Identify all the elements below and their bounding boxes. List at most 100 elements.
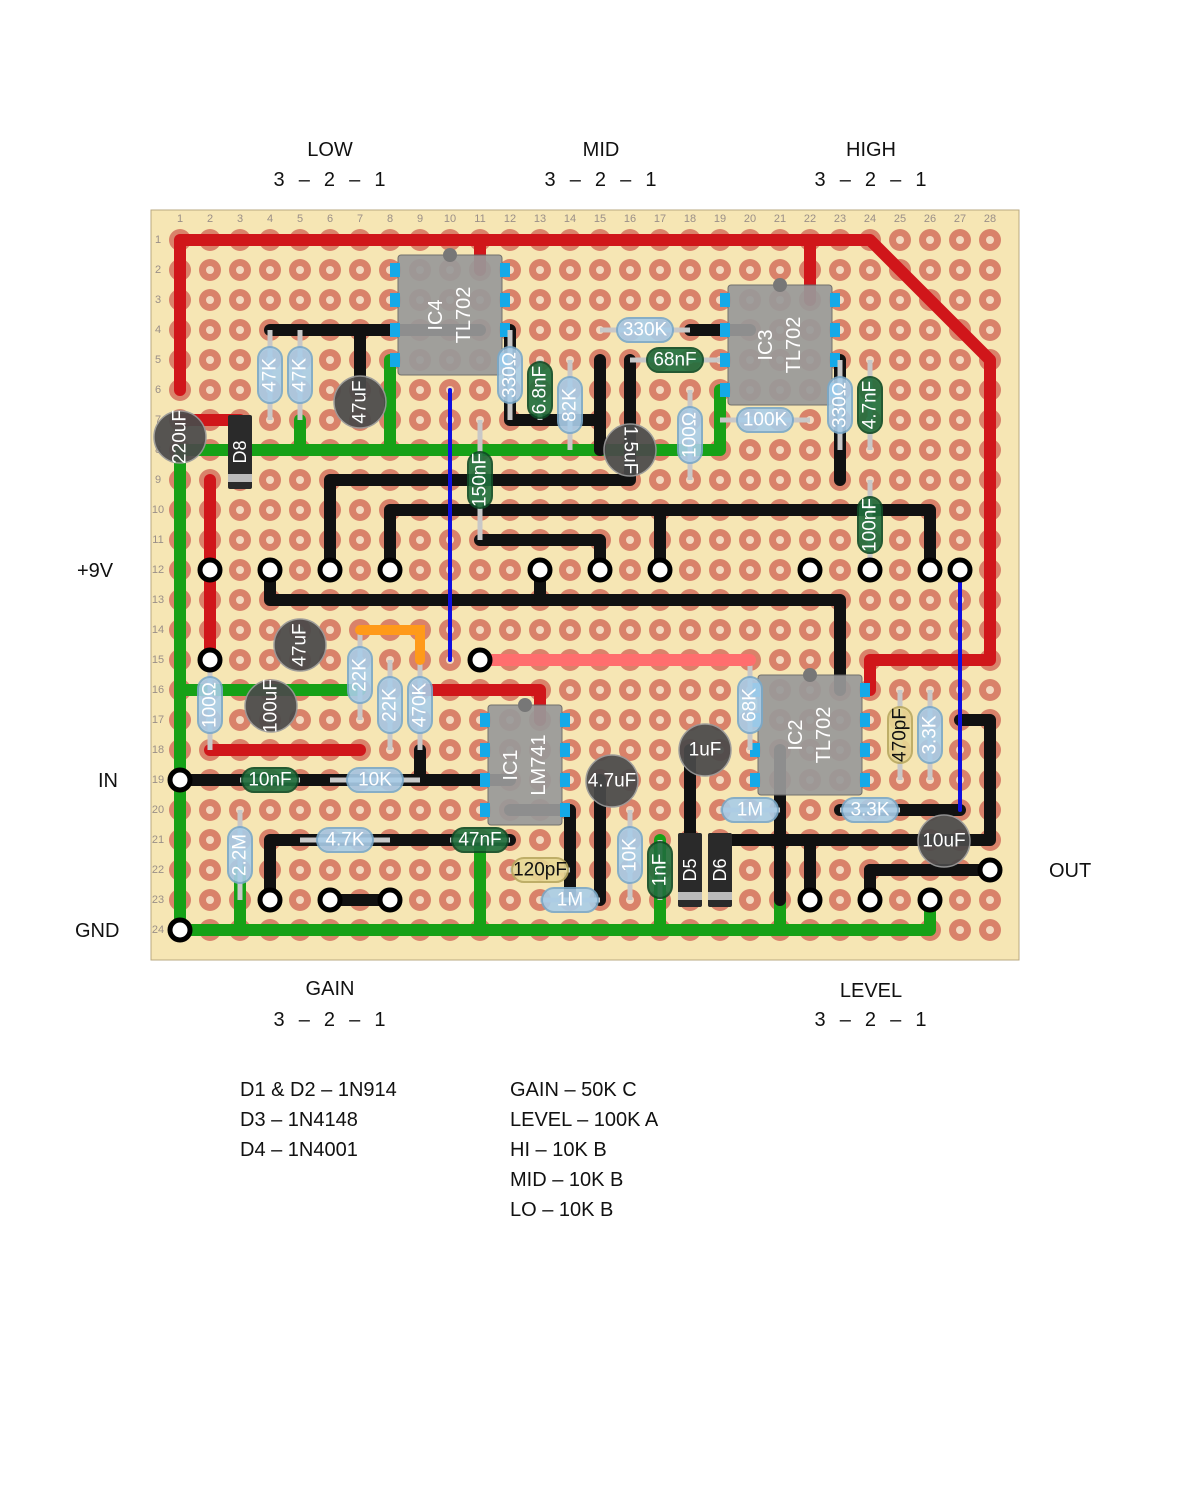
terminal-pad [797, 557, 823, 583]
pad-hole [206, 356, 214, 364]
resistor-label: 330Ω [830, 382, 851, 428]
pad-hole [206, 266, 214, 274]
pad-hole [956, 266, 964, 274]
pad-hole [926, 416, 934, 424]
resistor [541, 887, 599, 913]
pad-hole [236, 356, 244, 364]
pad-hole [746, 476, 754, 484]
diode-band [708, 892, 732, 900]
column-number: 15 [594, 213, 606, 225]
terminal-pad [257, 557, 283, 583]
column-number: 1 [177, 213, 183, 225]
pad-hole [926, 626, 934, 634]
row-number: 22 [152, 864, 164, 876]
pad-hole [836, 536, 844, 544]
resistor-value: 330Ω [830, 382, 851, 428]
film-cap-label: 6.8nF [530, 366, 551, 415]
pot-level-pins: 3 – 2 – 1 [814, 1009, 928, 1031]
pad-hole [896, 566, 904, 574]
pad-hole [806, 656, 814, 664]
ic4-chip [397, 254, 503, 376]
pad-hole [626, 686, 634, 694]
resistor-value: 100Ω [200, 682, 221, 728]
pad-hole [476, 386, 484, 394]
ceramic-cap-label: 120pF [513, 860, 567, 881]
resistor-value: 68K [740, 688, 761, 722]
pad-hole [896, 296, 904, 304]
resistor [736, 407, 794, 433]
ic-pin [720, 353, 730, 367]
pad-hole [566, 566, 574, 574]
pad-hole [236, 266, 244, 274]
pot-mid-pins: 3 – 2 – 1 [544, 169, 658, 191]
film-cap-label: 10nF [248, 770, 291, 791]
film-cap [647, 841, 673, 899]
column-number: 17 [654, 213, 666, 225]
pad-hole [326, 386, 334, 394]
pad-hole [266, 626, 274, 634]
pad-hole [536, 266, 544, 274]
resistor [407, 676, 433, 734]
pad-hole [536, 626, 544, 634]
column-number: 23 [834, 213, 846, 225]
film-cap-value: 4.7nF [860, 381, 881, 430]
resistor-value: 330Ω [500, 352, 521, 398]
resistor-value: 10K [620, 838, 641, 872]
pad-hole [536, 296, 544, 304]
pad-hole [416, 566, 424, 574]
pad-hole [326, 806, 334, 814]
pad-hole [236, 566, 244, 574]
row-number: 12 [152, 564, 164, 576]
resistor-label: 330Ω [500, 352, 521, 398]
ic-part: TL702 [453, 287, 475, 344]
pad-hole [926, 476, 934, 484]
terminal-pad [857, 887, 883, 913]
pad-hole [956, 386, 964, 394]
resistor-label: 47K [290, 358, 311, 392]
pad-hole [686, 296, 694, 304]
resistor [257, 346, 283, 404]
resistor-value: 100K [743, 410, 788, 431]
terminal-pad [947, 557, 973, 583]
resistor-label: 2.2M [230, 834, 251, 876]
ic-pin [480, 743, 490, 757]
column-number: 20 [744, 213, 756, 225]
ic-pin [390, 293, 400, 307]
pad-hole [356, 536, 364, 544]
column-number: 24 [864, 213, 876, 225]
pad-hole [476, 626, 484, 634]
resistor-value: 100Ω [680, 412, 701, 458]
film-cap-value: 100nF [860, 498, 881, 552]
column-number: 13 [534, 213, 546, 225]
ic-ref: IC3 [755, 329, 777, 360]
row-number: 23 [152, 894, 164, 906]
resistor [841, 797, 899, 823]
pad-hole [776, 626, 784, 634]
pad-hole [746, 446, 754, 454]
signal-wire [804, 714, 996, 846]
pad-hole [326, 356, 334, 364]
resistor-label: 10K [620, 838, 641, 872]
film-cap-label: 4.7nF [860, 381, 881, 430]
resistor-value: 22K [380, 688, 401, 722]
resistor-value: 22K [350, 658, 371, 692]
terminal-pad [317, 887, 343, 913]
pad-hole [296, 806, 304, 814]
pad-hole [716, 566, 724, 574]
resistor [287, 346, 313, 404]
pad-hole [266, 476, 274, 484]
electrolytic-cap [153, 410, 207, 464]
row-number: 13 [152, 594, 164, 606]
resistor [737, 676, 763, 734]
resistor [497, 346, 523, 404]
row-number: 11 [152, 534, 163, 546]
pad-hole [206, 806, 214, 814]
diode-notes: D1 & D2 – 1N914 D3 – 1N4148 D4 – 1N4001 [240, 1075, 397, 1165]
electrolytic-cap-label: 1.5uF [620, 426, 641, 475]
ic-part: LM741 [528, 734, 550, 795]
terminal-pad [527, 557, 553, 583]
